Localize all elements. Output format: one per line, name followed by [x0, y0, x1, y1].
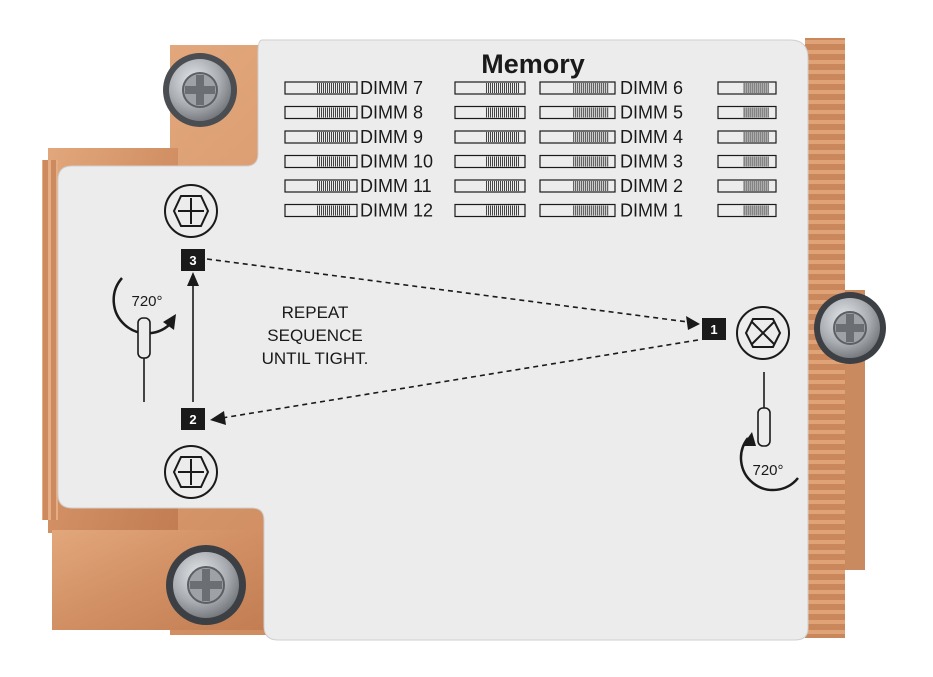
instruction-line-1: REPEAT — [282, 303, 349, 322]
rotation-indicator-left: 720° — [112, 277, 176, 402]
label-title: Memory — [481, 49, 585, 79]
dimm-label-right: DIMM 3 — [620, 152, 683, 172]
dimm-slot-icon — [284, 130, 358, 144]
dimm-slot-icon — [539, 130, 616, 144]
dimm-slot-icon — [717, 203, 777, 218]
dimm-slot-icon — [454, 130, 526, 144]
step-badge-2: 2 — [181, 408, 205, 430]
tighten-sequence-arrows — [187, 258, 700, 425]
screwdriver-icon — [757, 372, 771, 447]
step-badge-3: 3 — [181, 249, 205, 271]
svg-text:3: 3 — [189, 253, 196, 268]
dimm-label-right: DIMM 6 — [620, 78, 683, 98]
dimm-slot-icon — [717, 154, 777, 169]
dimm-slot-icon — [454, 179, 526, 193]
screw-location-icon-1 — [736, 306, 790, 360]
screw-location-icon-3 — [164, 184, 218, 238]
instruction-text: REPEAT SEQUENCE UNTIL TIGHT. — [262, 303, 369, 368]
dimm-label-right: DIMM 5 — [620, 103, 683, 123]
dimm-slot-list: DIMM 7 DIMM 6 DIMM 8 DIMM 5 DIMM 9 DIMM 4 DIMM… — [284, 78, 777, 221]
dimm-slot-icon — [454, 81, 526, 95]
screw-right — [814, 292, 886, 364]
step-badge-1: 1 — [702, 318, 726, 340]
dimm-slot-icon — [284, 154, 358, 169]
instruction-line-3: UNTIL TIGHT. — [262, 349, 369, 368]
dimm-slot-icon — [717, 105, 777, 120]
dimm-slot-icon — [284, 179, 358, 193]
dimm-slot-icon — [284, 105, 358, 120]
dimm-label-left: DIMM 9 — [360, 127, 423, 147]
screw-top-left — [163, 53, 237, 127]
screw-location-icon-2 — [164, 445, 218, 499]
dimm-label-left: DIMM 7 — [360, 78, 423, 98]
dimm-slot-icon — [717, 179, 777, 193]
dimm-slot-icon — [284, 203, 358, 218]
dimm-slot-icon — [717, 81, 777, 95]
dimm-slot-icon — [284, 81, 358, 95]
svg-text:720°: 720° — [752, 462, 783, 479]
dimm-label-left: DIMM 8 — [360, 103, 423, 123]
dimm-label-left: DIMM 10 — [360, 152, 433, 172]
dimm-slot-icon — [539, 81, 616, 95]
dimm-slot-icon — [539, 105, 616, 120]
dimm-slot-icon — [454, 105, 526, 120]
svg-text:2: 2 — [189, 412, 196, 427]
dimm-slot-icon — [454, 154, 526, 169]
dimm-slot-icon — [539, 179, 616, 193]
dimm-slot-icon — [539, 154, 616, 169]
dimm-label-right: DIMM 2 — [620, 176, 683, 196]
instruction-line-2: SEQUENCE — [267, 326, 362, 345]
dimm-slot-icon — [454, 203, 526, 218]
label-sticker — [57, 39, 809, 641]
rotation-indicator-right: 720° — [739, 372, 799, 492]
dimm-label-left: DIMM 11 — [360, 176, 432, 196]
screwdriver-icon — [137, 317, 151, 402]
dimm-slot-icon — [717, 130, 777, 144]
svg-text:1: 1 — [710, 322, 717, 337]
dimm-slot-icon — [539, 203, 616, 218]
dimm-label-left: DIMM 12 — [360, 201, 433, 221]
dimm-label-right: DIMM 1 — [620, 201, 683, 221]
svg-text:720°: 720° — [131, 293, 162, 310]
dimm-label-right: DIMM 4 — [620, 127, 683, 147]
screw-bottom-left — [166, 545, 246, 625]
